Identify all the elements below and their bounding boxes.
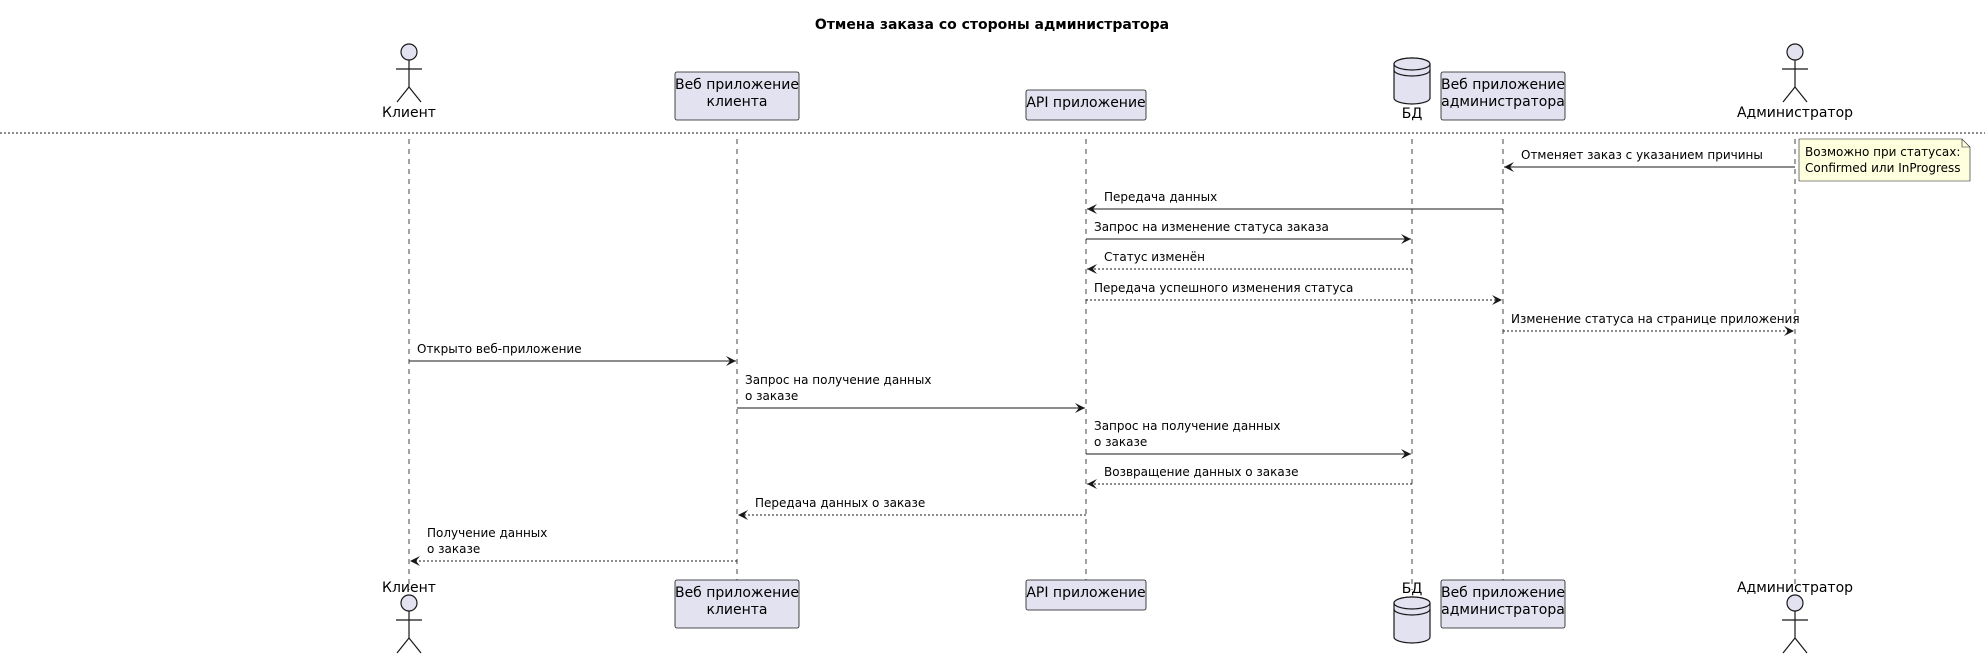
message-label-7: Открыто веб-приложение bbox=[417, 342, 582, 356]
database-db-bottom bbox=[1393, 596, 1431, 644]
participant-label: Веб приложение bbox=[1441, 77, 1565, 93]
database-rim bbox=[1393, 69, 1431, 77]
database-db-top bbox=[1393, 57, 1431, 105]
participant-label: клиента bbox=[706, 94, 767, 110]
actor-client-bottom bbox=[396, 594, 422, 654]
note-body bbox=[1798, 138, 1971, 182]
actor-head bbox=[400, 594, 418, 612]
actor-admin-top bbox=[1782, 43, 1808, 103]
actor-client-top bbox=[396, 43, 422, 103]
participant-box-rect bbox=[674, 579, 800, 629]
participant-label-db-bottom: БД bbox=[1402, 581, 1423, 597]
participant-label: API приложение bbox=[1026, 585, 1145, 601]
actor-head bbox=[400, 43, 418, 61]
message-label-6: Изменение статуса на странице приложения bbox=[1511, 312, 1800, 326]
message-label-4: Статус изменён bbox=[1104, 250, 1205, 264]
participant-box-rect bbox=[1440, 579, 1566, 629]
participant-box-rect bbox=[674, 71, 800, 121]
diagram-title: Отмена заказа со стороны администратора bbox=[815, 17, 1169, 33]
note-fold bbox=[1961, 139, 1970, 148]
participant-label-client-bottom: Клиент bbox=[382, 580, 436, 596]
participant-label-db-top: БД bbox=[1402, 106, 1423, 122]
message-label-1: Отменяет заказ с указанием причины bbox=[1521, 148, 1763, 162]
actor-leg-left bbox=[1782, 637, 1796, 654]
participant-label-admin-bottom: Администратор bbox=[1737, 580, 1853, 596]
actor-head bbox=[1786, 43, 1804, 61]
participant-box-rect bbox=[1025, 89, 1147, 121]
actor-leg-left bbox=[1782, 86, 1796, 103]
actor-admin-bottom bbox=[1782, 594, 1808, 654]
note-text: Confirmed или InProgress bbox=[1805, 161, 1961, 175]
actor-leg-right bbox=[1794, 637, 1808, 654]
message-label-9: о заказе bbox=[1094, 435, 1147, 449]
participant-label: Веб приложение bbox=[675, 585, 799, 601]
message-label-9: Запрос на получение данных bbox=[1094, 419, 1280, 433]
message-label-5: Передача успешного изменения статуса bbox=[1094, 281, 1353, 295]
message-label-8: о заказе bbox=[745, 389, 798, 403]
note-text: Возможно при статусах: bbox=[1805, 145, 1960, 159]
participant-label: Веб приложение bbox=[675, 77, 799, 93]
participant-api-bottom: API приложение bbox=[1025, 579, 1147, 611]
actor-head bbox=[1786, 594, 1804, 612]
message-label-12: Получение данных bbox=[427, 526, 547, 540]
participant-label: API приложение bbox=[1026, 95, 1145, 111]
participant-box-rect bbox=[1025, 579, 1147, 611]
database-top bbox=[1393, 57, 1431, 71]
message-label-10: Возвращение данных о заказе bbox=[1104, 465, 1299, 479]
database-rim bbox=[1393, 608, 1431, 616]
actor-leg-left bbox=[396, 86, 410, 103]
participant-box-rect bbox=[1440, 71, 1566, 121]
database-top bbox=[1393, 596, 1431, 610]
message-label-2: Передача данных bbox=[1104, 190, 1217, 204]
actor-leg-right bbox=[408, 86, 422, 103]
participant-label: администратора bbox=[1441, 94, 1565, 110]
participant-label-client-top: Клиент bbox=[382, 105, 436, 121]
message-label-11: Передача данных о заказе bbox=[755, 496, 925, 510]
actor-leg-left bbox=[396, 637, 410, 654]
message-label-8: Запрос на получение данных bbox=[745, 373, 931, 387]
message-label-12: о заказе bbox=[427, 542, 480, 556]
participant-label-admin-top: Администратор bbox=[1737, 105, 1853, 121]
actor-leg-right bbox=[408, 637, 422, 654]
note: Возможно при статусах: Confirmed или InPr… bbox=[1798, 138, 1971, 182]
participant-label: администратора bbox=[1441, 602, 1565, 618]
participant-api-top: API приложение bbox=[1025, 89, 1147, 121]
actor-leg-right bbox=[1794, 86, 1808, 103]
participant-label: Веб приложение bbox=[1441, 585, 1565, 601]
participant-label: клиента bbox=[706, 602, 767, 618]
message-label-3: Запрос на изменение статуса заказа bbox=[1094, 220, 1329, 234]
